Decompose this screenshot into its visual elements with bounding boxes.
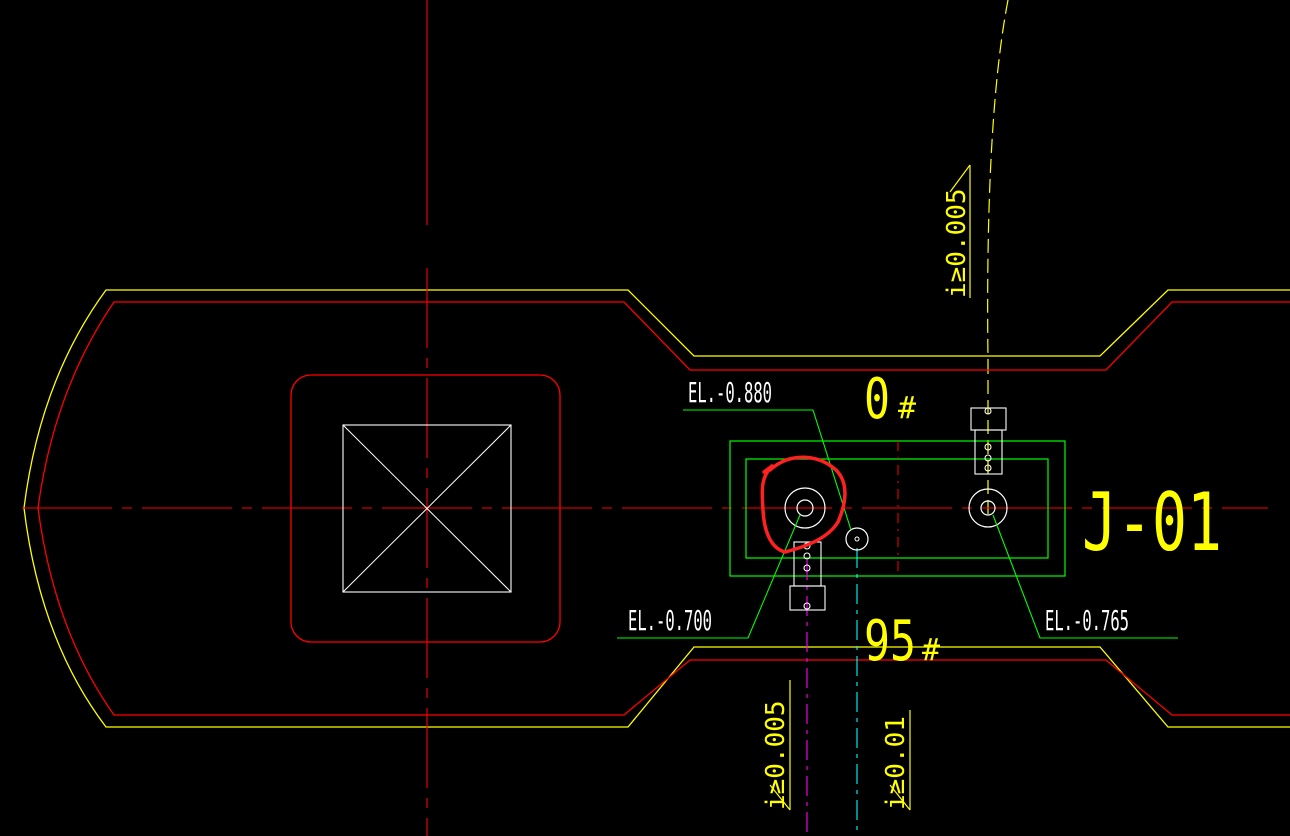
leader-left — [617, 514, 801, 639]
elevation-label-left: EL.-0.700 — [628, 604, 712, 637]
pit-inner — [745, 458, 1049, 559]
marker-0-hash: # — [898, 391, 916, 426]
slope-label-lower-left: i≥0.005 — [761, 700, 791, 810]
marker-95-number: 95 — [864, 609, 916, 674]
drain-right — [968, 488, 1008, 528]
elevation-label-right: EL.-0.765 — [1045, 604, 1129, 637]
slope-label-lower-right: i≥0.01 — [881, 716, 911, 810]
slope-label-upper: i≥0.005 — [942, 188, 972, 298]
slope-marker-lower-right — [889, 710, 911, 811]
equipment-tag: J-01 — [1082, 476, 1222, 569]
fitting-symbol-right — [970, 407, 1007, 475]
marker-0-number: 0 — [864, 367, 890, 432]
slope-marker-lower-left — [769, 680, 791, 811]
column-pad — [290, 374, 561, 643]
slope-marker-upper — [949, 164, 971, 298]
leader-right — [992, 514, 1178, 639]
cleanout-small — [845, 527, 869, 551]
column-x-symbol — [342, 424, 512, 593]
marker-95-hash: # — [922, 633, 940, 668]
fitting-symbol-left — [789, 541, 826, 611]
markup-circle-annotation — [760, 455, 847, 554]
leader-top — [683, 409, 852, 531]
drain-left — [784, 487, 826, 529]
curved-pipe-line — [987, 0, 1009, 361]
elevation-label-top: EL.-0.880 — [688, 376, 772, 409]
